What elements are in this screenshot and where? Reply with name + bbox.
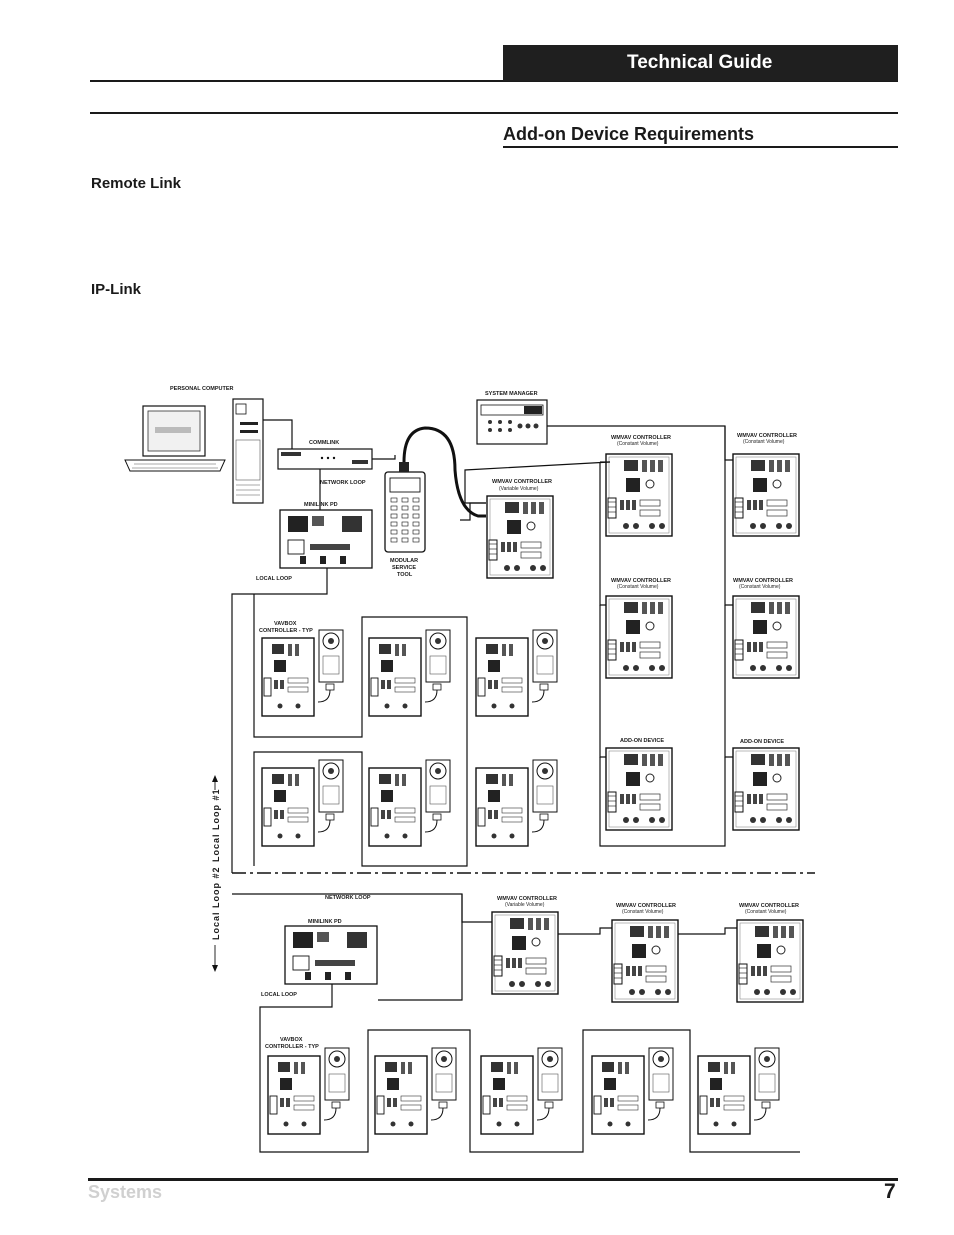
minilink-pd-2-label: MINILINK PD [308,919,342,925]
minilink-pd-1: MINILINK PD LOCAL LOOP [256,502,373,582]
wmvav-controller-vv-1: WMVAV CONTROLLER (Variable Volume) [486,479,554,579]
vavbox-typ-1-label-2: CONTROLLER - TYP [259,628,313,634]
add-on-device-2: ADD-ON DEVICE [732,739,800,831]
vavbox-controller [261,759,344,847]
page-title-underline [503,146,898,148]
vavbox-controller [475,629,558,717]
footer-rule [88,1178,898,1181]
vavbox-typ-1-label-1: VAVBOX [274,621,297,627]
header-rule-top [90,80,898,82]
vavbox-controller [261,629,344,717]
controller-2-sub: (Constant Volume) [617,441,659,447]
controller-1-sub: (Variable Volume) [499,486,539,492]
page-title: Add-on Device Requirements [503,124,755,144]
vavbox-controller [697,1047,780,1135]
controller-4-sub: (Constant Volume) [617,584,659,590]
wmvav-controller-cv-3: WMVAV CONTROLLER (Constant Volume) [605,578,673,679]
wiring [231,419,800,1153]
personal-computer: PERSONAL COMPUTER [124,386,264,504]
modular-service-tool-label-1: MODULAR [390,558,418,564]
wmvav-controller-cv-2: WMVAV CONTROLLER (Constant Volume) [732,433,800,537]
page-number: 7 [884,1180,896,1203]
modular-service-tool-label-2: SERVICE [392,565,416,571]
vavbox-controller [475,759,558,847]
minilink-pd-2: NETWORK LOOP MINILINK PD LOCAL LOOP [261,895,378,998]
controller-3-sub: (Constant Volume) [743,439,785,445]
technical-guide-banner: Technical Guide [503,45,898,81]
controller-2-title: WMVAV CONTROLLER [611,435,671,441]
local-loop-1-label: Local Loop #1 [211,788,221,862]
ip-link-heading: IP-Link [91,281,142,298]
controller-9-title: WMVAV CONTROLLER [616,903,676,909]
minilink-pd-1-label: MINILINK PD [304,502,338,508]
controller-8-title: WMVAV CONTROLLER [497,896,557,902]
section-rule [90,112,898,114]
controller-5-sub: (Constant Volume) [739,584,781,590]
wmvav-controller-vv-2: WMVAV CONTROLLER (Variable Volume) [491,896,559,995]
controller-5-title: WMVAV CONTROLLER [733,578,793,584]
modular-service-tool: MODULAR SERVICE TOOL [384,426,486,578]
controller-9-sub: (Constant Volume) [622,909,664,915]
add-on-device-2-title: ADD-ON DEVICE [740,739,784,745]
vavbox-controller [368,759,451,847]
wmvav-controller-cv-1: WMVAV CONTROLLER (Constant Volume) [605,435,673,537]
controller-10-sub: (Constant Volume) [745,909,787,915]
wmvav-controller-cv-5: WMVAV CONTROLLER (Constant Volume) [611,903,679,1003]
vavbox-controller [591,1047,674,1135]
system-manager-label: SYSTEM MANAGER [485,391,538,397]
vavbox-controller [267,1047,350,1135]
vavbox-typ-2-label-1: VAVBOX [280,1037,303,1043]
controller-4-title: WMVAV CONTROLLER [611,578,671,584]
system-manager: SYSTEM MANAGER [476,391,548,445]
vavbox-typ-2-label-2: CONTROLLER - TYP [265,1044,319,1050]
personal-computer-label: PERSONAL COMPUTER [170,386,233,392]
controller-8-sub: (Variable Volume) [505,902,545,908]
wmvav-controller-cv-4: WMVAV CONTROLLER (Constant Volume) [732,578,800,679]
vavbox-controller [374,1047,457,1135]
network-loop-label-2: NETWORK LOOP [325,895,371,901]
vavbox-controller [480,1047,563,1135]
local-loop-label-1: LOCAL LOOP [256,576,292,582]
controller-3-title: WMVAV CONTROLLER [737,433,797,439]
network-loop-label-1: NETWORK LOOP [320,480,366,486]
controller-1-title: WMVAV CONTROLLER [492,479,552,485]
commlink-label: COMMLINK [309,440,339,446]
add-on-device-1-title: ADD-ON DEVICE [620,738,664,744]
modular-service-tool-label-3: TOOL [397,572,413,578]
footer-brand-text: Systems [88,1182,163,1202]
local-loop-2-label: Local Loop #2 [211,866,221,940]
local-loop-axis: Local Loop #1 Local Loop #2 [211,775,221,972]
controller-10-title: WMVAV CONTROLLER [739,903,799,909]
vavbox-controller [368,629,451,717]
add-on-device-1: ADD-ON DEVICE [605,738,673,831]
remote-link-heading: Remote Link [91,175,182,192]
wmvav-controller-cv-6: WMVAV CONTROLLER (Constant Volume) [736,903,804,1003]
local-loop-label-2: LOCAL LOOP [261,992,297,998]
